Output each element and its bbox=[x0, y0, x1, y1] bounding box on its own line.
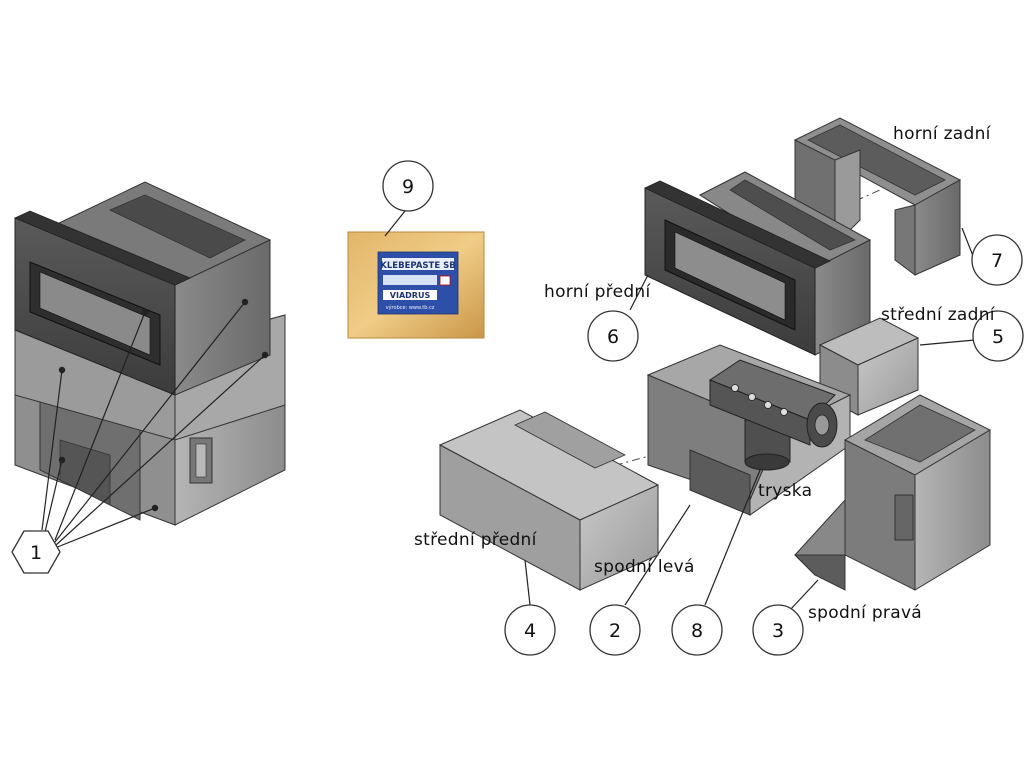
part-nozzle bbox=[704, 359, 838, 606]
svg-text:6: 6 bbox=[607, 326, 619, 348]
label-horni-zadni: horní zadní bbox=[893, 124, 992, 144]
part-middle-front bbox=[438, 409, 660, 606]
label-stredni-predni: střední přední bbox=[414, 530, 538, 550]
svg-text:5: 5 bbox=[992, 326, 1004, 348]
svg-text:VIADRUS: VIADRUS bbox=[390, 291, 431, 300]
label-tryska: tryska bbox=[758, 481, 812, 501]
assembled-unit bbox=[14, 181, 286, 549]
callout-4: 4 bbox=[504, 604, 556, 656]
svg-text:9: 9 bbox=[402, 176, 414, 198]
label-spodni-prava: spodní pravá bbox=[808, 603, 922, 623]
svg-text:8: 8 bbox=[691, 620, 703, 642]
label-spodni-leva: spodní levá bbox=[594, 557, 695, 577]
callout-6: 6 bbox=[587, 310, 639, 362]
part-bottom-right bbox=[789, 394, 992, 611]
callout-3: 3 bbox=[752, 604, 804, 656]
svg-text:3: 3 bbox=[772, 620, 784, 642]
callout-7: 7 bbox=[971, 234, 1023, 286]
svg-text:4: 4 bbox=[524, 620, 536, 642]
svg-text:KLEBEPASTE SB: KLEBEPASTE SB bbox=[380, 261, 455, 271]
part-top-rear bbox=[793, 117, 974, 276]
label-horni-predni: horní přední bbox=[544, 282, 651, 302]
svg-text:výrobce: www.tb.cz: výrobce: www.tb.cz bbox=[386, 304, 435, 311]
callout-2: 2 bbox=[589, 604, 641, 656]
adhesive-package: KLEBEPASTE SB VIADRUS výrobce: www.tb.cz bbox=[347, 210, 485, 339]
part-top-front bbox=[629, 171, 872, 356]
svg-text:7: 7 bbox=[991, 250, 1003, 272]
svg-text:2: 2 bbox=[609, 620, 621, 642]
svg-text:1: 1 bbox=[30, 542, 42, 564]
label-stredni-zadni: střední zadní bbox=[881, 305, 996, 325]
callout-1: 1 bbox=[11, 530, 61, 574]
callout-5: 5 bbox=[972, 310, 1024, 362]
callout-8: 8 bbox=[671, 604, 723, 656]
callout-9: 9 bbox=[382, 160, 434, 212]
